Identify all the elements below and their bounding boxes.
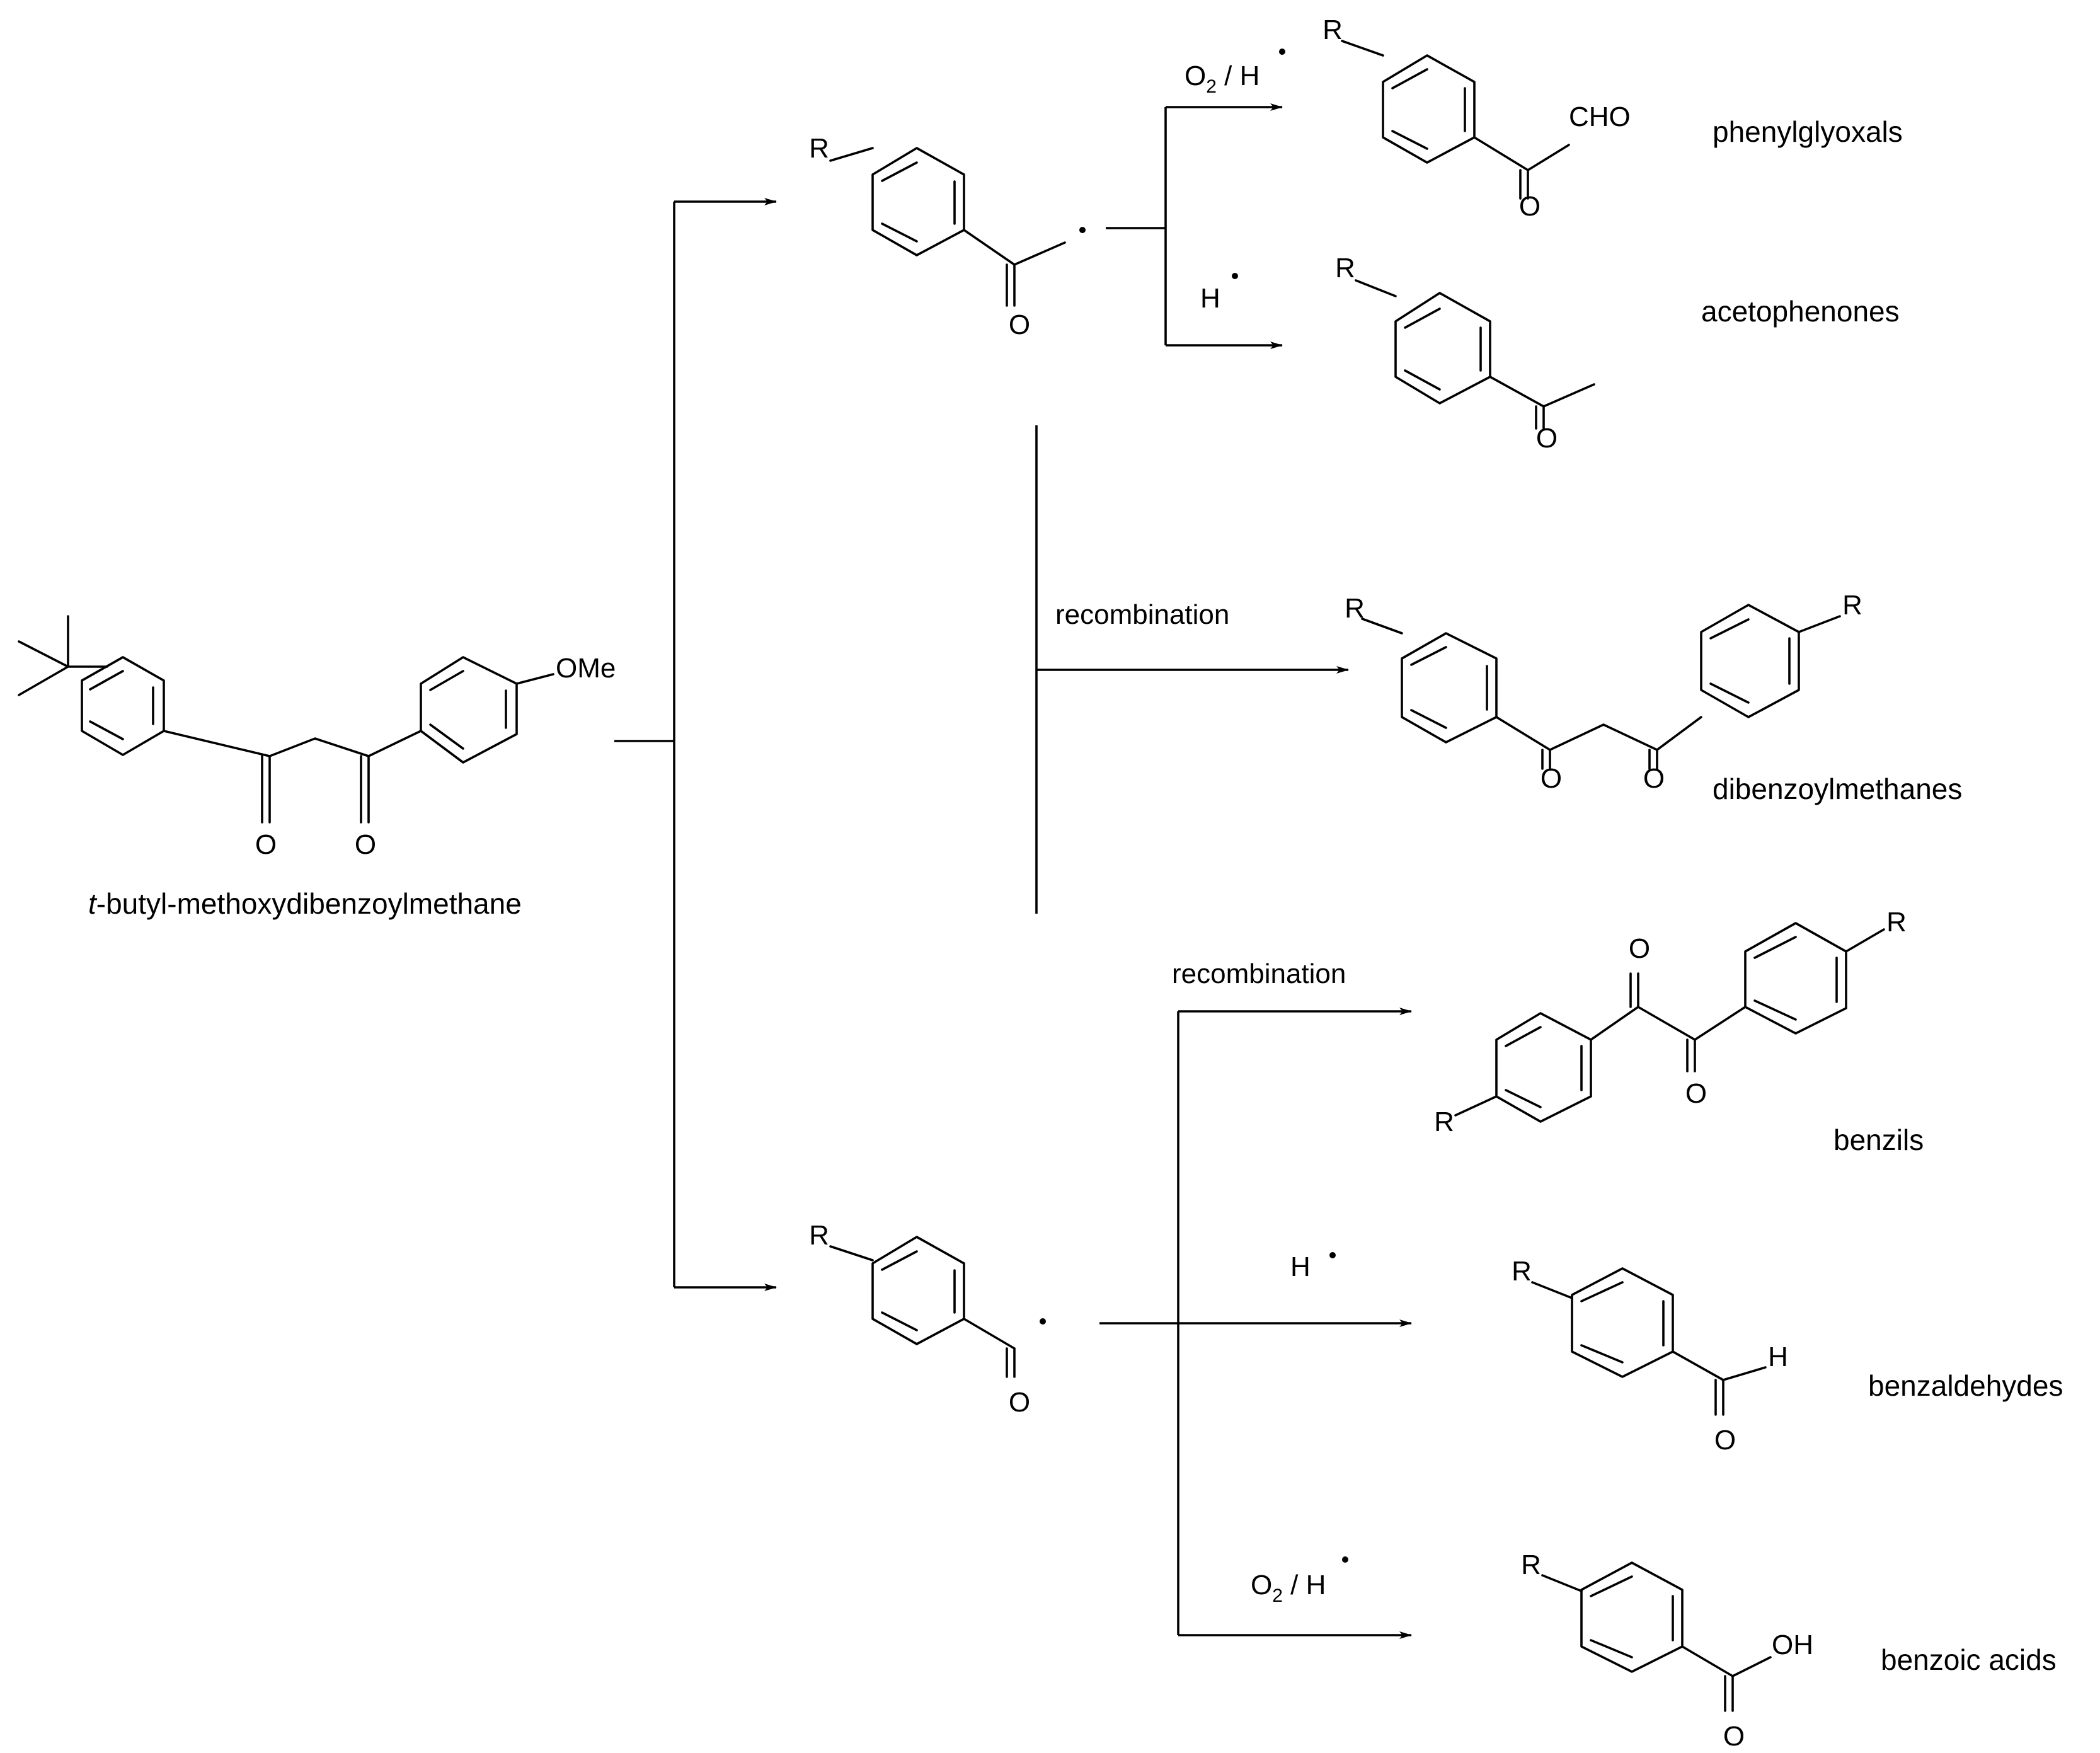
dibenzoylmethane-r-right: R <box>1842 590 1862 621</box>
dibenzoylmethane-structure: R O O R <box>1345 590 1862 794</box>
acetophenone-structure: R O <box>1335 253 1595 454</box>
phenylglyoxal-r-label: R <box>1323 14 1343 45</box>
reactant-ring-right: OMe <box>420 653 616 764</box>
benzoic-acid-oxygen: O <box>1723 1721 1745 1752</box>
benzaldehydes-name: benzaldehydes <box>1868 1369 2063 1402</box>
reactant-ring-left <box>81 656 165 756</box>
condition-o2-h-bottom: O2 / H <box>1251 1570 1326 1606</box>
phenacyl-radical-dot <box>1079 227 1086 233</box>
phenacyl-r-label: R <box>809 133 829 164</box>
benzoyl-radical-dot <box>1040 1318 1046 1325</box>
h-radical-dot-top <box>1232 273 1238 279</box>
benzoyl-oxygen: O <box>1009 1387 1030 1418</box>
condition-recombination-top: recombination <box>1055 599 1229 630</box>
benzoic-acid-structure: R O OH <box>1521 1549 1813 1752</box>
methoxy-label: OMe <box>556 653 616 684</box>
benzil-structure: R O O R <box>1434 907 1907 1137</box>
benzoic-acid-r-label: R <box>1521 1549 1541 1580</box>
primary-cleavage-arrows <box>614 198 777 1291</box>
benzaldehyde-r-label: R <box>1512 1256 1532 1287</box>
phenacyl-recombination-arrow: recombination <box>1035 425 1349 914</box>
dibenzoylmethane-oxygen-left: O <box>1541 763 1562 794</box>
benzoic-acids-name: benzoic acids <box>1881 1643 2057 1676</box>
phenylglyoxals-name: phenylglyoxals <box>1713 115 1903 148</box>
hydroxyl-label: OH <box>1772 1629 1813 1660</box>
aldehyde-cho-label: CHO <box>1569 101 1631 132</box>
reactant-diketone-chain: O O <box>163 730 422 860</box>
benzaldehyde-structure: R O H <box>1512 1256 1788 1456</box>
phenylglyoxal-structure: R O CHO <box>1323 14 1631 222</box>
benzoyl-branch-arrows: recombination H O2 / H <box>1099 958 1412 1639</box>
dibenzoylmethane-oxygen-right: O <box>1643 763 1665 794</box>
o2-h-radical-dot-top <box>1279 49 1285 55</box>
phenacyl-branch-arrows: O2 / H H <box>1106 49 1285 349</box>
acetophenone-r-label: R <box>1335 253 1355 284</box>
acetophenones-name: acetophenones <box>1701 295 1900 328</box>
condition-recombination-bottom: recombination <box>1172 958 1346 989</box>
benzoyl-r-label: R <box>809 1220 829 1251</box>
tert-butyl-group <box>18 615 108 696</box>
acetophenone-oxygen: O <box>1536 423 1558 454</box>
benzil-r-left: R <box>1434 1106 1454 1137</box>
condition-o2-h-top: O2 / H <box>1185 60 1259 97</box>
reactant-molecule: O O OMe t-butyl-methoxydibenzoylmethane <box>18 615 616 920</box>
condition-h-bottom: H <box>1290 1251 1311 1282</box>
reactant-oxygen-left: O <box>255 829 277 860</box>
benzils-name: benzils <box>1833 1124 1924 1156</box>
dibenzoylmethanes-name: dibenzoylmethanes <box>1713 773 1962 805</box>
h-radical-dot-bottom <box>1329 1252 1336 1258</box>
benzaldehyde-h-label: H <box>1768 1342 1788 1372</box>
benzil-oxygen-top: O <box>1629 933 1650 964</box>
reactant-oxygen-right: O <box>355 829 376 860</box>
condition-h-top: H <box>1200 283 1220 314</box>
reactant-name: t-butyl-methoxydibenzoylmethane <box>88 887 522 920</box>
o2-h-radical-dot-bottom <box>1342 1556 1348 1563</box>
phenacyl-oxygen: O <box>1009 309 1030 340</box>
phenylglyoxal-oxygen: O <box>1519 191 1541 222</box>
benzil-r-right: R <box>1886 907 1907 938</box>
benzil-oxygen-bottom: O <box>1685 1078 1707 1109</box>
benzaldehyde-oxygen: O <box>1714 1425 1736 1456</box>
phenacyl-radical: R O <box>809 133 1086 340</box>
benzoyl-radical: R O <box>809 1220 1046 1418</box>
